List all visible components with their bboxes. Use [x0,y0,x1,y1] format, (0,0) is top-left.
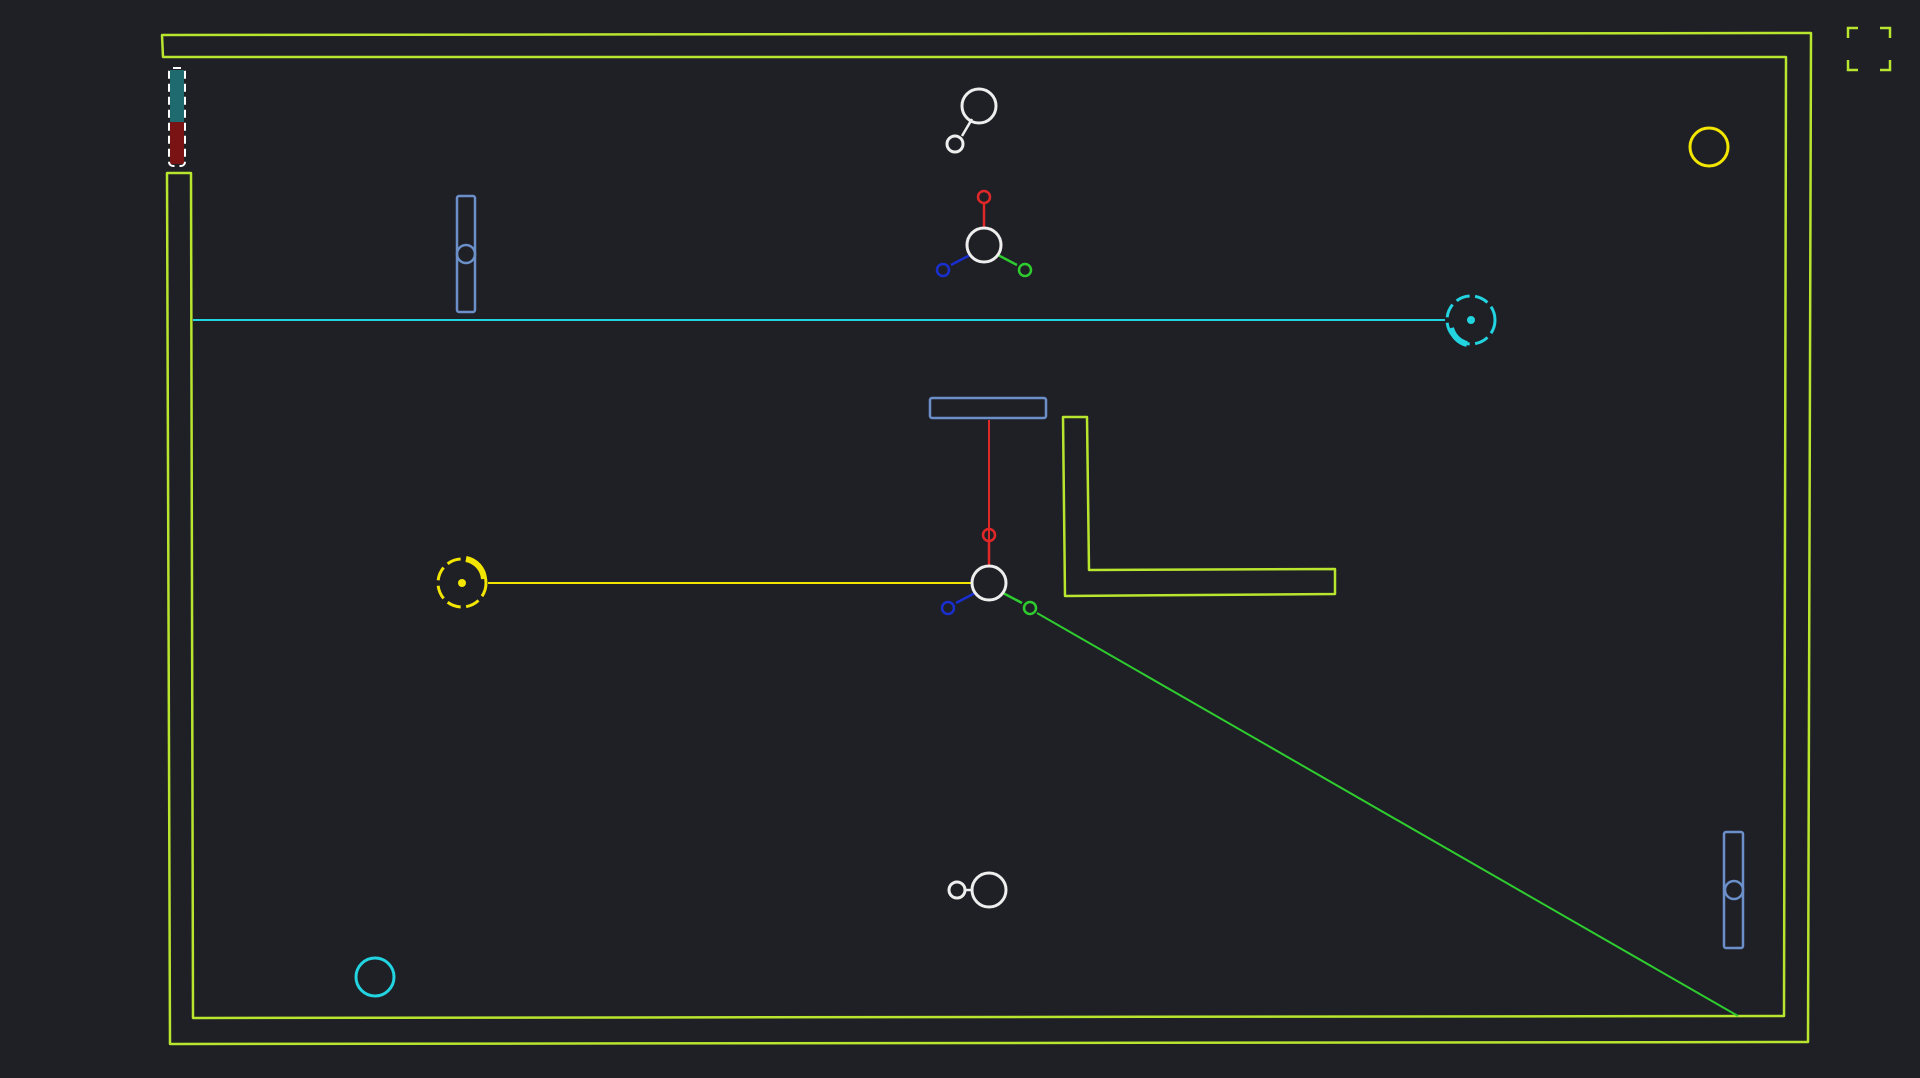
fullscreen-icon [1846,26,1892,72]
two-way-rotator-icon[interactable] [947,871,1008,909]
cyan-target [354,956,396,998]
yellow-target [1688,126,1730,168]
outer-wall [160,31,1813,1046]
green-beam [1036,612,1739,1017]
two-way-rotator-icon[interactable] [945,87,998,154]
l-shaped-wall [1061,415,1337,598]
horizontal-block-center[interactable] [928,396,1048,420]
vertical-block-top-left[interactable] [455,194,477,314]
gate-bottom-fill [170,122,184,164]
fullscreen-button[interactable] [1844,24,1894,74]
gate-top-fill [170,70,184,122]
cyan-emitter-icon[interactable] [1445,294,1497,347]
walls [160,31,1813,1046]
vertical-block-bottom-right[interactable] [1722,830,1745,950]
exit-gate [168,67,186,167]
three-way-splitter-icon[interactable] [940,527,1038,616]
yellow-emitter-icon[interactable] [436,556,488,609]
gate-outline [168,67,186,167]
beams [193,319,1739,1017]
three-way-splitter-icon[interactable] [935,189,1033,278]
